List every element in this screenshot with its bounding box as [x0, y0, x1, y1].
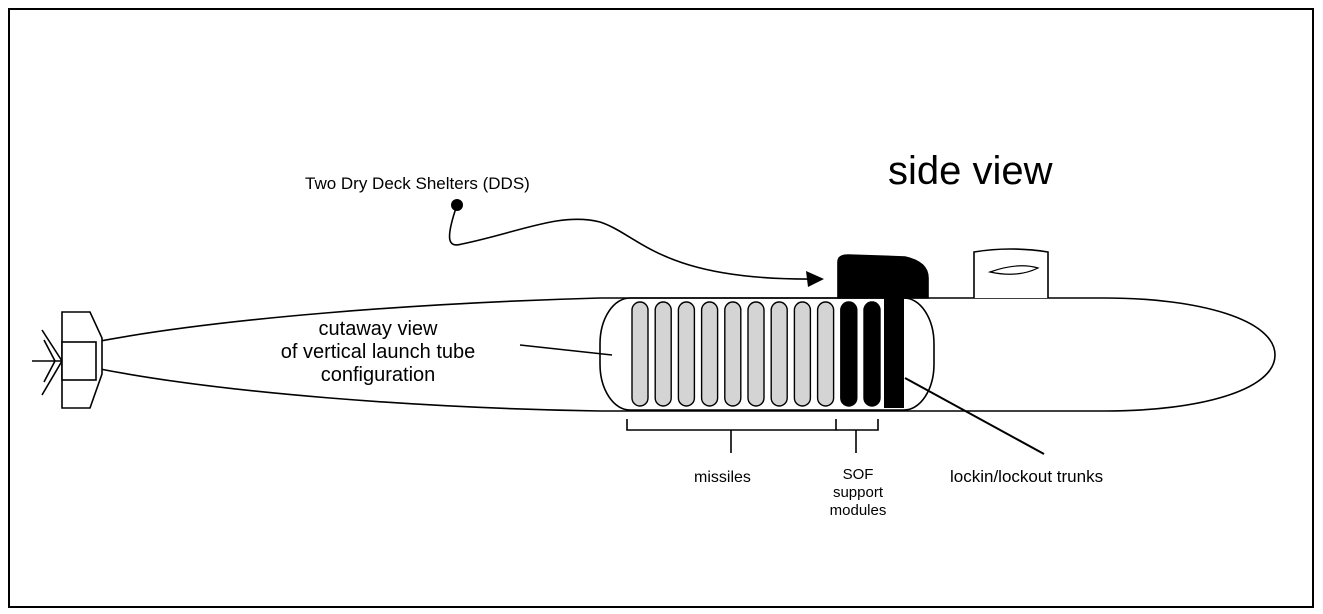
- cutaway-label-line: cutaway view: [318, 318, 438, 340]
- missiles-label: missiles: [694, 469, 751, 486]
- sail: [973, 248, 1049, 298]
- sof-label-line: SOF: [842, 466, 874, 483]
- dry-deck-shelter: [837, 254, 929, 299]
- cutaway-label-line: configuration: [320, 364, 436, 386]
- diagram-title: side view: [888, 149, 1053, 193]
- sof-module-tube: [840, 301, 858, 407]
- missile-tube: [793, 301, 812, 407]
- sof-module-tube: [863, 301, 881, 407]
- sail-fairwater-plane: [987, 265, 1040, 275]
- missile-tube: [770, 301, 788, 407]
- sof-label-line: support: [832, 484, 884, 501]
- missiles-bracket: [626, 419, 837, 453]
- cutaway-leader-line: [519, 344, 613, 356]
- missile-tube: [631, 301, 649, 407]
- trunks-label: lockin/lockout trunks: [950, 467, 1104, 486]
- lockout-trunk: [884, 298, 904, 408]
- missile-tube: [747, 301, 765, 407]
- sof-label: SOF support modules: [818, 466, 898, 520]
- diagram-frame: [8, 8, 1314, 608]
- dds-leader-line: [448, 204, 813, 280]
- missile-tube: [654, 301, 672, 407]
- cutaway-label: cutaway view of vertical launch tube con…: [258, 318, 498, 387]
- stern-assembly: [32, 311, 103, 409]
- sof-bracket: [836, 419, 879, 453]
- propeller-hub: [61, 341, 97, 381]
- missile-tube: [816, 301, 835, 407]
- propeller: [32, 329, 63, 396]
- sof-label-line: modules: [829, 502, 887, 519]
- cutaway-label-line: of vertical launch tube: [280, 341, 476, 363]
- missile-tube: [724, 301, 742, 407]
- dds-label: Two Dry Deck Shelters (DDS): [305, 174, 530, 193]
- launch-tubes: [631, 301, 881, 407]
- missile-tube: [677, 301, 696, 407]
- missile-tube: [700, 301, 719, 407]
- dds-arrowhead: [806, 271, 824, 287]
- trunks-leader-line: [904, 377, 1045, 455]
